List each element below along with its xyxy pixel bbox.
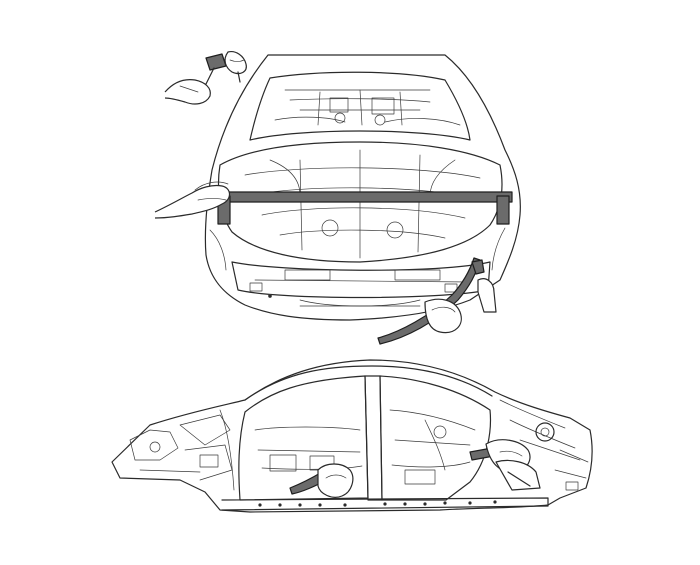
hammer-chisel-hands: [164, 51, 247, 105]
trunk-floor-details: [244, 149, 481, 259]
trim-strip-tool: [377, 257, 497, 345]
rocker-sill: [221, 497, 549, 511]
sill-spot-welds: [258, 500, 497, 507]
straightening-bar: [211, 191, 513, 225]
rear-view-panel: [154, 51, 521, 345]
rear-lower-panel: [231, 261, 491, 299]
sill-tool: [289, 463, 354, 498]
b-pillar: [364, 375, 383, 501]
rear-body-outline: [204, 54, 521, 321]
side-view-panel: [111, 359, 593, 513]
rear-window-opening: [249, 71, 471, 141]
rear-quarter: [535, 422, 589, 491]
trunk-opening: [217, 141, 503, 263]
rear-lower-details: [209, 227, 506, 307]
rear-door-opening: [379, 375, 492, 501]
interior-structure: [254, 399, 581, 485]
hammer-icon: [205, 53, 227, 71]
fuel-door: [535, 422, 555, 442]
hand-holding-bar: [154, 181, 231, 219]
front-structure: [129, 409, 235, 491]
rear-window-structure: [274, 89, 461, 126]
roof-line: [244, 365, 493, 401]
quarter-panel-tool: [469, 439, 541, 491]
